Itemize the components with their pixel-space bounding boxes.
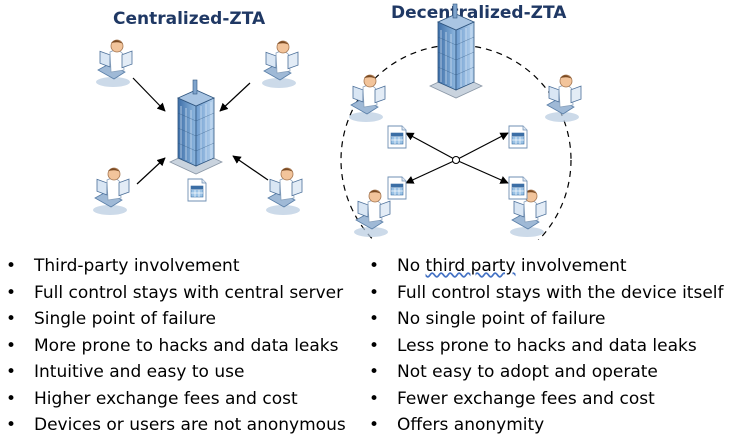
server-building-icon <box>169 79 223 175</box>
list-item: Full control stays with central server <box>6 280 346 307</box>
list-item: Offers anonymity <box>369 412 724 435</box>
list-item: Full control stays with the device itsel… <box>369 280 724 307</box>
user-at-workstation-icon <box>544 74 582 123</box>
decentralized-properties-list: No third party involvement Full control … <box>369 253 724 435</box>
ledger-document-icon <box>187 178 207 202</box>
list-item: Devices or users are not anonymous <box>6 412 346 435</box>
centralized-title: Centralized-ZTA <box>113 9 266 29</box>
ledger-document-icon <box>387 125 407 149</box>
ledger-document-icon <box>387 176 407 200</box>
list-item: Intuitive and easy to use <box>6 359 346 386</box>
user-at-workstation-icon <box>353 189 391 238</box>
user-at-workstation-icon <box>92 167 130 216</box>
user-at-workstation-icon <box>348 74 386 123</box>
list-item: Fewer exchange fees and cost <box>369 386 724 413</box>
list-item: More prone to hacks and data leaks <box>6 333 346 360</box>
list-item: Not easy to adopt and operate <box>369 359 724 386</box>
server-building-icon <box>429 3 483 99</box>
spellcheck-underline: third party <box>425 256 516 276</box>
list-item: No single point of failure <box>369 306 724 333</box>
ledger-document-icon <box>508 176 528 200</box>
user-at-workstation-icon <box>265 167 303 216</box>
list-item: Higher exchange fees and cost <box>6 386 346 413</box>
network-diagram <box>92 3 582 240</box>
user-at-workstation-icon <box>261 40 299 89</box>
ledger-document-icon <box>508 125 528 149</box>
list-item: Third-party involvement <box>6 253 346 280</box>
list-item: Single point of failure <box>6 306 346 333</box>
centralized-properties-list: Third-party involvement Full control sta… <box>6 253 346 435</box>
user-at-workstation-icon <box>95 39 133 88</box>
list-item: Less prone to hacks and data leaks <box>369 333 724 360</box>
decentralized-title: Decentralized-ZTA <box>391 3 567 23</box>
list-item: No third party involvement <box>369 253 724 280</box>
centralized-diagram <box>92 39 303 216</box>
decentralized-diagram <box>340 3 582 240</box>
